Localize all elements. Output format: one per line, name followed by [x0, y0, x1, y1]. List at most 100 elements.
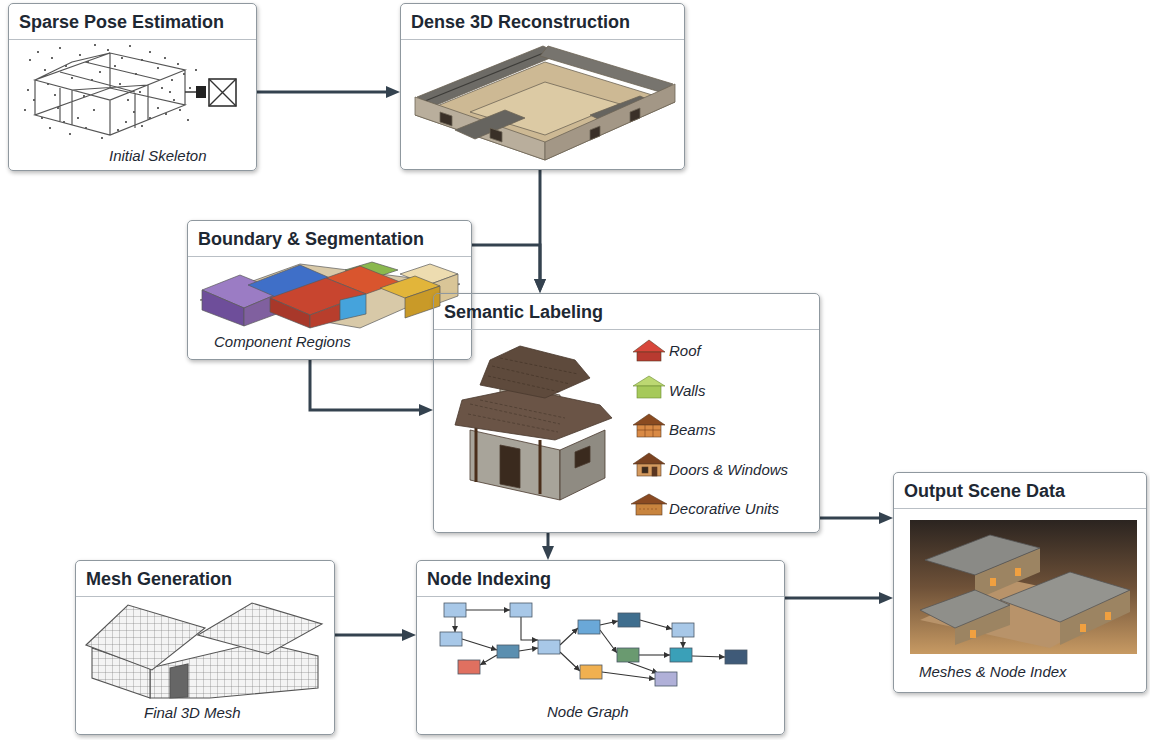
legend-icons-part: [652, 467, 657, 476]
box-caption: Component Regions: [214, 333, 351, 350]
wireframe-mesh: [86, 603, 322, 698]
sparse-skeleton-part: [35, 53, 185, 135]
node-graph-part-part: [510, 603, 532, 617]
process-box: Sparse Pose EstimationInitial Skeleton: [8, 3, 257, 171]
legend-row: Beams: [669, 421, 716, 439]
node-graph-part-part: [578, 620, 600, 634]
legend-label: Beams: [669, 421, 716, 438]
process-box: Mesh GenerationFinal 3D Mesh: [75, 560, 335, 735]
rendered-scene-part: [1080, 624, 1086, 632]
segmented-regions-part: [405, 286, 440, 318]
node-graph-part-part: [655, 672, 677, 686]
legend-icons-part: [633, 340, 665, 352]
sparse-skeleton-part: [209, 79, 236, 106]
dense-model-part: [415, 97, 545, 160]
process-box: Semantic LabelingRoofWallsBeamsDoors & W…: [433, 293, 820, 533]
node-graph-part-part: [521, 617, 538, 640]
dense-model-part: [440, 112, 452, 126]
sparse-skeleton-part: [209, 79, 236, 106]
segmented-regions-part: [202, 290, 244, 326]
box-caption: Initial Skeleton: [109, 147, 207, 164]
labeled-house-part: [470, 430, 560, 500]
node-graph-part-part: [602, 672, 655, 679]
node-graph-part-part: [670, 648, 692, 662]
legend-row: Walls: [669, 382, 705, 400]
legend-row: Doors & Windows: [669, 461, 788, 479]
node-graph-part-part: [454, 617, 455, 632]
sparse-skeleton-part: [185, 91, 196, 93]
node-graph-part-part: [580, 665, 602, 679]
wireframe-mesh-part: [86, 605, 205, 670]
legend-label: Decorative Units: [669, 500, 779, 517]
labeled-house-part: [480, 346, 590, 398]
process-box: Output Scene DataMeshes & Node Index: [893, 472, 1147, 693]
node-graph-part-part: [725, 650, 747, 664]
wireframe-mesh-part: [198, 603, 322, 654]
node-graph-part-part: [628, 662, 658, 673]
caption-holder: Node Graph: [547, 703, 629, 721]
flow-arrow: [820, 517, 887, 520]
legend-icons-part: [637, 386, 661, 398]
legend-label: Walls: [669, 382, 705, 399]
node-graph-part-part: [466, 609, 510, 610]
node-graph-part-part: [462, 639, 497, 650]
dense-model: [415, 46, 675, 160]
segmented-regions-part: [310, 304, 340, 328]
legend-label: Doors & Windows: [669, 461, 788, 478]
node-graph-part-part: [639, 654, 670, 655]
flow-arrow: [472, 245, 540, 287]
box-title: Boundary & Segmentation: [188, 221, 471, 257]
legend-icons: [631, 340, 667, 515]
labeled-house-part: [575, 446, 590, 468]
flow-arrow: [547, 533, 550, 554]
segmented-regions-part: [340, 294, 366, 320]
labeled-house-part: [560, 430, 605, 500]
caption-holder: Component Regions: [214, 333, 351, 351]
labeled-house-part: [488, 358, 578, 392]
legend-label: Roof: [669, 342, 701, 359]
rendered-scene-part: [970, 630, 976, 638]
node-graph-part-part: [444, 603, 466, 617]
dense-model-part: [540, 46, 673, 92]
rendered-scene-part: [925, 535, 1040, 575]
node-graph-part: [440, 603, 747, 686]
legend-icons-part: [631, 494, 667, 504]
box-caption: Final 3D Mesh: [144, 704, 241, 721]
dense-model-part: [417, 46, 560, 106]
legend-row: Roof: [669, 342, 701, 360]
rendered-scene-part: [1015, 568, 1021, 576]
legend-row: Decorative Units: [669, 500, 779, 518]
caption-holder: Initial Skeleton: [109, 147, 207, 165]
flow-arrow: [335, 634, 410, 637]
legend-icons-part: [637, 425, 661, 437]
node-graph-part-part: [617, 648, 639, 662]
rendered-scene-part: [920, 590, 1010, 628]
node-graph-part-part: [538, 640, 560, 654]
box-title: Dense 3D Reconstruction: [401, 4, 684, 40]
segmented-regions: [200, 262, 460, 328]
box-title: Mesh Generation: [76, 561, 334, 597]
rendered-scene: [910, 520, 1137, 654]
node-graph-part-part: [618, 613, 640, 627]
legend-icons-part: [637, 425, 661, 437]
segmented-regions-part: [200, 264, 460, 328]
labeled-house-part: [468, 400, 565, 432]
box-title: Sparse Pose Estimation: [9, 4, 256, 40]
node-graph-part-part: [600, 621, 618, 625]
segmented-regions-part: [270, 298, 310, 328]
flow-arrow: [785, 597, 887, 600]
box-title: Output Scene Data: [894, 473, 1146, 509]
process-box: Node IndexingNode Graph: [416, 560, 785, 735]
node-graph-part-part: [458, 660, 480, 674]
sparse-skeleton-part: [196, 86, 206, 98]
legend-icons-part: [637, 464, 661, 476]
dense-model-part: [425, 50, 551, 101]
box-caption: Node Graph: [547, 703, 629, 720]
legend-icons-part: [633, 414, 665, 425]
rendered-scene-part: [1000, 572, 1130, 622]
rendered-scene-part: [910, 520, 1137, 654]
rendered-scene-part: [1105, 612, 1111, 620]
node-graph-part-part: [692, 656, 725, 657]
